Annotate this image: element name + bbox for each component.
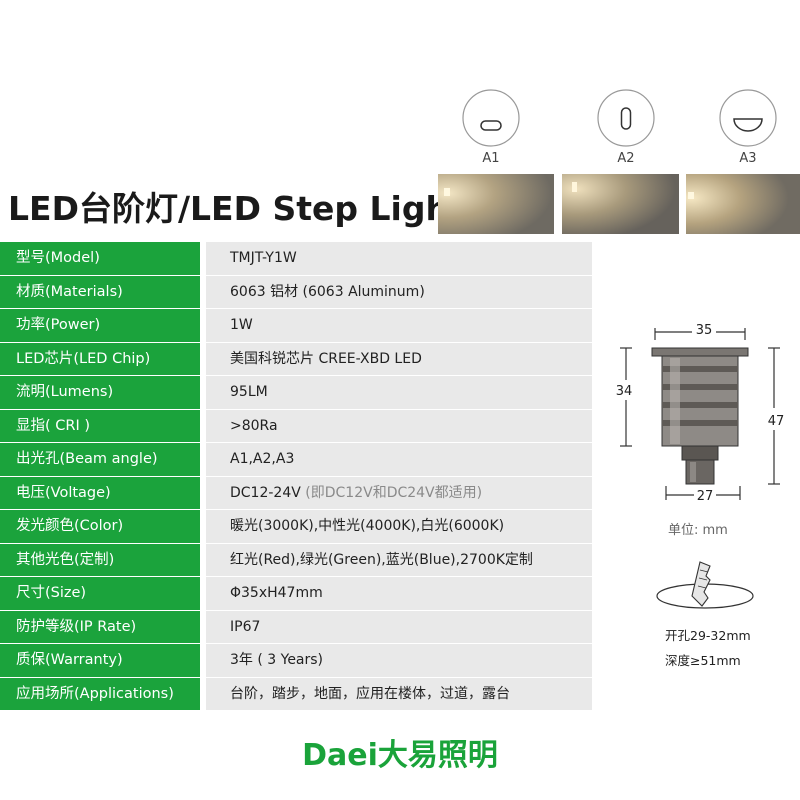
spec-value-main: DC12-24V [230,484,301,501]
spec-row-custom-color: 其他光色(定制) 红光(Red),绿光(Green),蓝光(Blue),2700… [0,543,592,577]
spec-key: 电压(Voltage) [0,476,200,509]
beam-a1-photo [438,174,554,234]
spec-value: >80Ra [206,409,592,442]
spec-row-power: 功率(Power) 1W [0,309,592,343]
spec-key: 防护等级(IP Rate) [0,610,200,643]
spec-value: 1W [206,309,592,342]
spec-value: 红光(Red),绿光(Green),蓝光(Blue),2700K定制 [206,543,592,576]
spec-row-cri: 显指( CRI ) >80Ra [0,409,592,443]
spec-value: 暖光(3000K),中性光(4000K),白光(6000K) [206,510,592,543]
spec-row-voltage: 电压(Voltage) DC12-24V (即DC12V和DC24V都适用) [0,476,592,510]
beam-a1-icon [462,89,520,147]
spec-row-ip: 防护等级(IP Rate) IP67 [0,610,592,644]
spec-key: 其他光色(定制) [0,543,200,576]
spec-key: 功率(Power) [0,309,200,342]
spec-value: TMJT-Y1W [206,242,592,275]
unit-label: 单位: mm [668,523,728,538]
beam-a2-photo [562,174,679,234]
dim-top-width: 35 [696,323,713,338]
spec-row-model: 型号(Model) TMJT-Y1W [0,242,592,276]
beam-a1-label: A1 [482,151,500,166]
beam-a3-label: A3 [739,151,757,166]
spec-row-size: 尺寸(Size) Φ35xH47mm [0,577,592,611]
hole-diameter: 开孔29-32mm [665,628,751,643]
spec-key: 材质(Materials) [0,275,200,308]
spec-row-materials: 材质(Materials) 6063 铝材 (6063 Aluminum) [0,275,592,309]
beam-a2-icon [597,89,655,147]
brand-name: Daei大易照明 [302,738,498,773]
spec-row-lumens: 流明(Lumens) 95LM [0,376,592,410]
beam-a3-photo [686,174,800,234]
spec-value: DC12-24V (即DC12V和DC24V都适用) [206,476,592,509]
spec-value: Φ35xH47mm [206,577,592,610]
spec-key: 发光颜色(Color) [0,510,200,543]
spec-value-note: (即DC12V和DC24V都适用) [305,484,483,501]
spec-key: 应用场所(Applications) [0,677,200,710]
spec-row-applications: 应用场所(Applications) 台阶，踏步，地面，应用在楼体，过道，露台 [0,677,592,711]
spec-value: A1,A2,A3 [206,443,592,476]
spec-key: 型号(Model) [0,242,200,275]
cutout-hole-drawing [656,561,754,609]
spec-value: IP67 [206,610,592,643]
hole-depth: 深度≥51mm [665,653,741,668]
spec-key: 流明(Lumens) [0,376,200,409]
spec-key: 尺寸(Size) [0,577,200,610]
spec-row-warranty: 质保(Warranty) 3年 ( 3 Years) [0,644,592,678]
spec-key: 出光孔(Beam angle) [0,443,200,476]
dim-bottom-width: 27 [697,489,714,504]
dim-body-height: 34 [616,384,633,399]
spec-value: 3年 ( 3 Years) [206,644,592,677]
spec-key: 质保(Warranty) [0,644,200,677]
spec-key: 显指( CRI ) [0,409,200,442]
spec-row-beam: 出光孔(Beam angle) A1,A2,A3 [0,443,592,477]
beam-a3-icon [719,89,777,147]
spec-key: LED芯片(LED Chip) [0,342,200,375]
spec-value: 6063 铝材 (6063 Aluminum) [206,275,592,308]
page-title: LED台阶灯/LED Step Light [8,189,465,228]
spec-value: 美国科锐芯片 CREE-XBD LED [206,342,592,375]
beam-a2-label: A2 [617,151,635,166]
spec-table: 型号(Model) TMJT-Y1W 材质(Materials) 6063 铝材… [0,242,592,711]
spec-value: 95LM [206,376,592,409]
dim-total-height: 47 [768,414,785,429]
dimension-drawing: 35 34 47 27 [616,323,785,504]
spec-row-color: 发光颜色(Color) 暖光(3000K),中性光(4000K),白光(6000… [0,510,592,544]
spec-row-chip: LED芯片(LED Chip) 美国科锐芯片 CREE-XBD LED [0,342,592,376]
spec-value: 台阶，踏步，地面，应用在楼体，过道，露台 [206,677,592,710]
